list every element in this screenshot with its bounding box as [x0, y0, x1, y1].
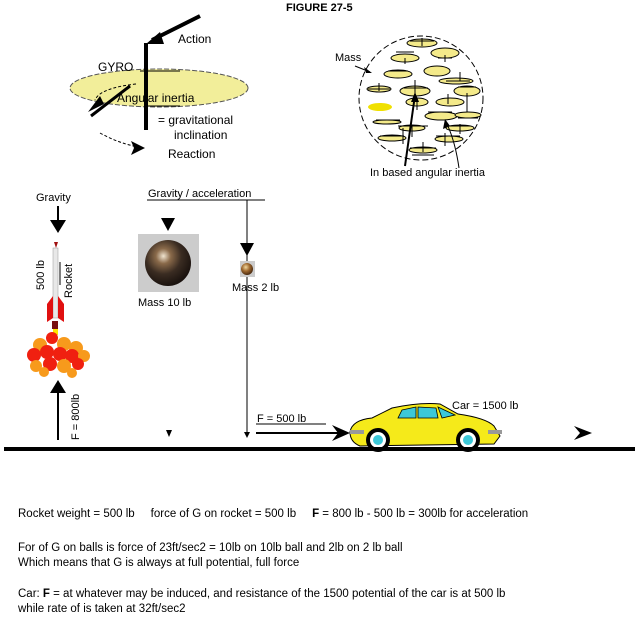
- rocket-flame-core: [53, 329, 58, 335]
- inclination-label: inclination: [174, 128, 228, 142]
- gravity-acceleration-label: Gravity / acceleration: [148, 188, 252, 200]
- gravity-label: Gravity: [36, 192, 71, 204]
- angular-inertia-label: Angular inertia: [117, 91, 195, 105]
- inner-discs: [366, 38, 482, 156]
- note-rocket-weight: Rocket weight = 500 lb: [18, 508, 135, 520]
- rocket-name-label: Rocket: [63, 263, 75, 298]
- inertia-pointer-1: [404, 94, 416, 167]
- ball-2-arrow: [240, 243, 254, 256]
- car-window-back: [437, 406, 457, 419]
- note-car-text: = at whatever may be induced, and resist…: [49, 588, 506, 600]
- gyro-label: GYRO: [98, 60, 134, 74]
- car-diagram: [256, 403, 592, 452]
- note-acceleration: = 800 lb - 500 lb = 300lb for accelerati…: [319, 508, 529, 520]
- action-arrow-head: [146, 32, 164, 44]
- ground-line: [4, 447, 635, 451]
- reaction-dashed-curve: [99, 132, 139, 148]
- mass-sphere-diagram: [354, 35, 484, 169]
- rocket-weight-label: 500 lb: [35, 260, 47, 290]
- ball-10-arrow: [161, 218, 175, 231]
- note-full-potential: Which means that G is always at full pot…: [18, 557, 300, 569]
- inertia-caption: In based angular inertia: [370, 167, 485, 179]
- car-window-rear: [417, 406, 439, 419]
- rocket-body: [52, 247, 59, 319]
- note-balls: For of G on balls is force of 23ft/sec2 …: [18, 542, 403, 554]
- rocket-nose: [54, 242, 58, 248]
- ball-2lb: [241, 263, 253, 275]
- marker-10lb: [166, 430, 172, 437]
- note-car-prefix: Car:: [18, 588, 43, 600]
- note-rocket: Rocket weight = 500 lb force of G on roc…: [18, 507, 528, 522]
- gyro-diagram: [69, 14, 249, 155]
- angular-inertia-arrow: [90, 84, 131, 118]
- mass-label: Mass: [335, 52, 362, 64]
- motion-arrow: [574, 426, 592, 440]
- mass-sphere-outline: [358, 35, 484, 161]
- rocket-fin-left: [47, 296, 53, 322]
- car-window-front: [397, 406, 417, 419]
- car-bumper-front: [350, 430, 364, 434]
- car-weight-label: Car = 1500 lb: [452, 400, 519, 412]
- note-rate: while rate of is taken at 32ft/sec2: [18, 603, 186, 615]
- car-force-label: F = 500 lb: [257, 413, 307, 425]
- figure-title: FIGURE 27-5: [286, 2, 353, 14]
- rocket-diagram: [27, 206, 90, 440]
- mass-2-label: Mass 2 lb: [232, 282, 280, 294]
- angular-inertia-arrowhead: [88, 96, 104, 112]
- car-bumper-rear: [488, 430, 502, 434]
- gyro-axis: [144, 43, 148, 130]
- note-force-g: force of G on rocket = 500 lb: [150, 508, 297, 520]
- exhaust-flame: [27, 332, 90, 378]
- note-car: Car: F = at whatever may be induced, and…: [18, 587, 505, 602]
- note-f-bold: F: [312, 508, 320, 520]
- note-car-f-bold: F: [42, 588, 50, 600]
- ball-10lb: [145, 240, 191, 286]
- reaction-arrowhead: [131, 141, 145, 155]
- action-label: Action: [178, 32, 212, 46]
- balls-diagram: [138, 199, 265, 438]
- rocket-fin-right: [58, 296, 64, 322]
- mass-10-label: Mass 10 lb: [138, 297, 192, 309]
- reaction-label: Reaction: [168, 147, 216, 161]
- gravitational-label: = gravitational: [158, 113, 234, 127]
- rocket-nozzle: [52, 321, 58, 329]
- marker-2lb: [244, 432, 250, 438]
- angular-dashed-curve: [94, 83, 137, 101]
- thrust-label: F = 800lb: [70, 393, 82, 440]
